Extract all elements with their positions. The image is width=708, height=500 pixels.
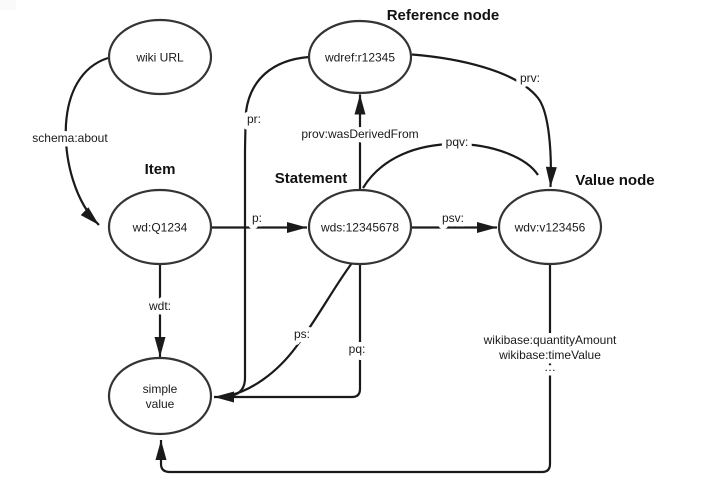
reference-ellipse [307,19,413,95]
corner-artifact [0,0,16,10]
simple-value-label-line2: value [146,397,175,411]
edge-labels: schema:about pr: p: prov:wasDerivedFrom … [28,67,622,379]
section-titles: Reference node Item Statement Value node [142,4,658,192]
node-simple-value: simple value [107,356,213,436]
label-wikibase-quantity-amount: wikibase:quantityAmount [483,333,617,347]
label-prov: prov:wasDerivedFrom [301,127,418,141]
label-psv: psv: [442,211,464,225]
item-label: wd:Q1234 [132,221,188,235]
edges [64,53,557,474]
title-value-node: Value node [575,172,654,189]
value-label: wdv:v123456 [514,221,586,235]
statement-ellipse [307,188,413,266]
label-pq: pq: [349,342,366,356]
value-ellipse [497,188,603,266]
edge-schema-about [64,56,109,226]
item-ellipse [107,188,213,266]
reference-label: wdref:r12345 [324,51,395,65]
label-p: p: [252,211,262,225]
statement-label: wds:12345678 [320,221,399,235]
edge-pr [227,55,310,398]
label-schema-about: schema:about [32,131,108,145]
node-statement: wds:12345678 [307,188,413,266]
edge-ps [228,262,353,397]
node-item: wd:Q1234 [107,188,213,266]
simple-value-ellipse [107,356,213,436]
label-wikibase-ellipsis: … [544,360,556,374]
label-wdt: wdt: [148,299,171,313]
label-wikibase-time-value: wikibase:timeValue [498,348,601,362]
simple-value-label-line1: simple [143,382,178,396]
edge-prv [411,53,557,188]
label-prv: prv: [520,71,540,85]
title-reference-node: Reference node [387,7,500,24]
edge-pqv [362,142,539,189]
node-value: wdv:v123456 [497,188,603,266]
label-pqv: pqv: [446,135,469,149]
title-item: Item [145,161,176,178]
node-wiki-url: wiki URL [107,18,213,96]
label-pr: pr: [247,112,261,126]
edge-pq [214,264,362,403]
title-statement: Statement [275,170,348,187]
label-ps: ps: [294,327,310,341]
node-reference: wdref:r12345 [307,19,413,95]
edge-wikibase-value-props [155,264,552,474]
wiki-url-label: wiki URL [135,51,184,65]
wiki-url-ellipse [107,18,213,96]
